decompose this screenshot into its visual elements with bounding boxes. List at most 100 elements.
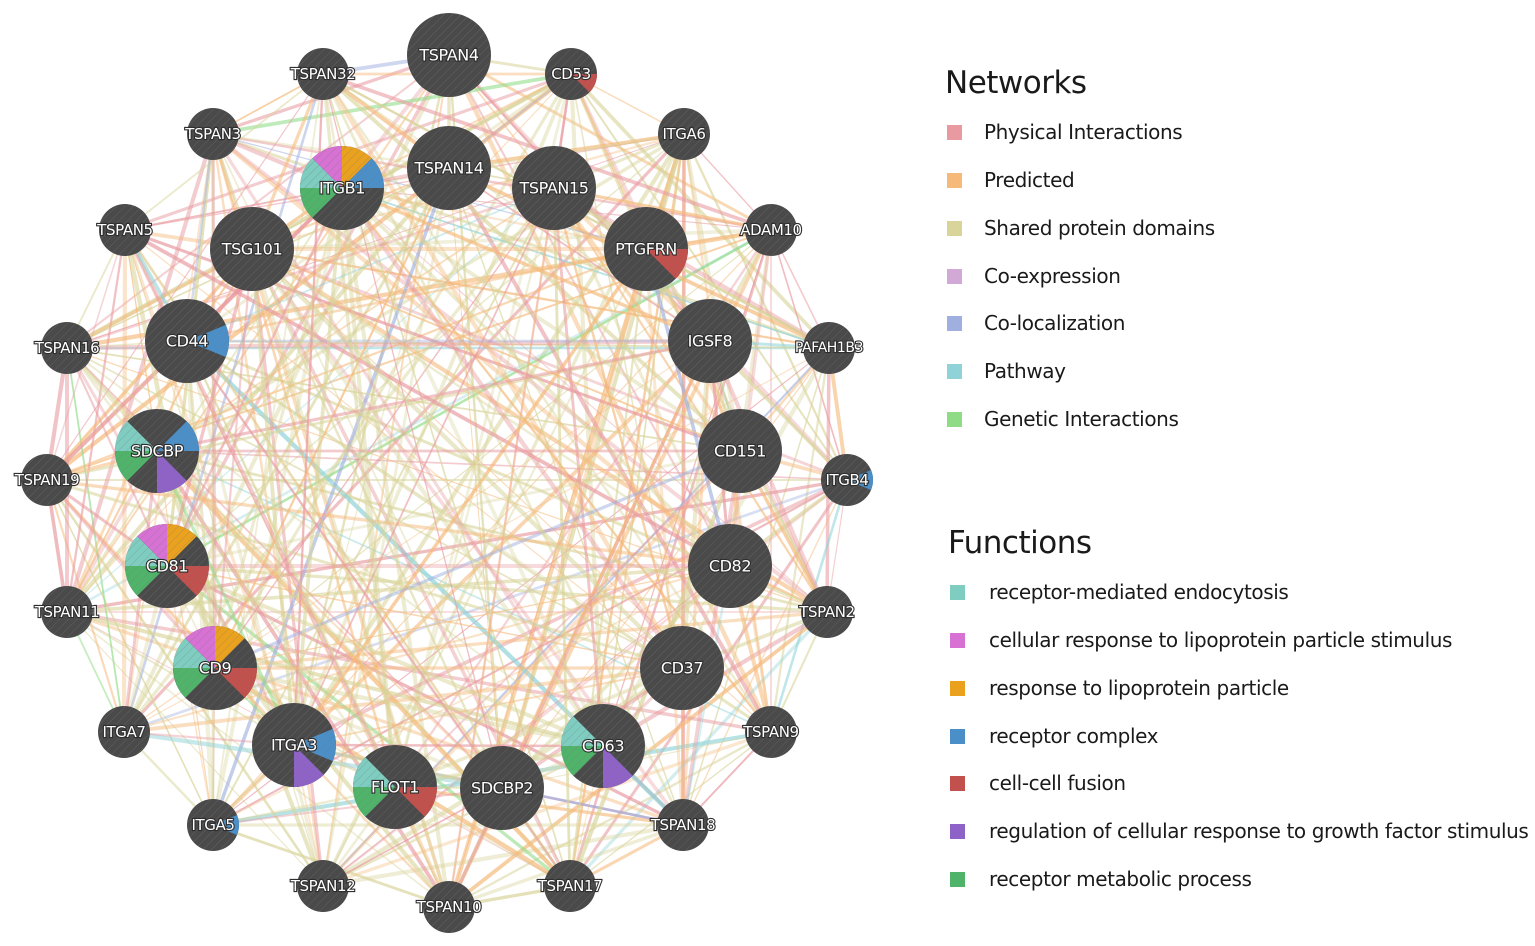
node-cd81[interactable]: CD81: [124, 524, 209, 608]
network-edge: [156, 450, 503, 789]
network-edge: [322, 822, 684, 889]
node-label: ADAM10: [740, 221, 801, 239]
legend-item-label: Pathway: [984, 359, 1066, 383]
network-edge: [681, 450, 742, 826]
network-edge: [250, 247, 605, 748]
node-label: ITGB1: [319, 179, 365, 198]
network-edge: [341, 186, 647, 251]
node-texture: [544, 860, 596, 912]
node-itga7[interactable]: ITGA7: [98, 706, 150, 758]
node-tspan3[interactable]: TSPAN3: [183, 108, 242, 160]
node-ptgfrn[interactable]: PTGFRN: [604, 207, 688, 291]
node-label: IGSF8: [688, 332, 733, 351]
node-itgb1[interactable]: ITGB1: [300, 146, 384, 230]
legend-item-shared-protein-domains: Shared protein domains: [945, 213, 1215, 243]
node-texture: [252, 703, 336, 787]
node-tspan12[interactable]: TSPAN12: [289, 860, 357, 912]
node-tspan2[interactable]: TSPAN2: [797, 586, 856, 638]
node-cd53[interactable]: CD53: [545, 48, 597, 100]
color-swatch: [947, 172, 962, 188]
node-texture: [745, 204, 797, 256]
networks-legend-title: Networks: [945, 65, 1087, 101]
node-sdcbp2[interactable]: SDCBP2: [460, 746, 544, 830]
node-flot1[interactable]: FLOT1: [353, 745, 437, 829]
node-label: TSPAN32: [290, 65, 356, 83]
network-edge: [186, 247, 647, 343]
legend-item-co-localization: Co-localization: [945, 308, 1125, 338]
network-edge: [165, 187, 344, 567]
network-edge: [212, 72, 572, 136]
node-sdcbp[interactable]: SDCBP: [115, 409, 199, 493]
node-texture: [657, 799, 709, 851]
network-edge: [644, 248, 732, 567]
node-texture: [423, 881, 475, 933]
node-tspan18[interactable]: TSPAN18: [649, 799, 717, 851]
networks-legend: Networks Physical Interactions Predicted…: [945, 68, 1505, 438]
node-tspan10[interactable]: TSPAN10: [415, 881, 483, 933]
node-tspan15[interactable]: TSPAN15: [512, 146, 596, 230]
node-tspan14[interactable]: TSPAN14: [407, 126, 491, 210]
network-edge: [293, 743, 604, 748]
node-texture: [98, 706, 150, 758]
node-label: ITGB4: [825, 471, 868, 489]
node-itgb4[interactable]: ITGB4: [821, 454, 873, 506]
node-pafah1b3[interactable]: PAFAH1B3: [794, 322, 865, 374]
network-edge: [185, 340, 325, 887]
network-edge: [682, 479, 848, 826]
node-label: SDCBP2: [471, 779, 533, 798]
node-texture: [41, 586, 93, 638]
node-texture: [803, 322, 855, 374]
color-swatch: [950, 775, 965, 791]
node-itga6[interactable]: ITGA6: [658, 108, 710, 160]
network-edge: [322, 744, 604, 888]
node-tspan11[interactable]: TSPAN11: [33, 586, 101, 638]
node-igsf8[interactable]: IGSF8: [668, 299, 752, 383]
node-tspan17[interactable]: TSPAN17: [536, 860, 604, 912]
legend-item-receptor-metabolic-process: receptor metabolic process: [948, 864, 1252, 894]
color-swatch: [950, 823, 965, 839]
node-cd44[interactable]: CD44: [145, 299, 229, 383]
node-cd37[interactable]: CD37: [640, 626, 724, 710]
node-cd9[interactable]: CD9: [173, 626, 257, 710]
node-tspan16[interactable]: TSPAN16: [33, 322, 101, 374]
node-tspan5[interactable]: TSPAN5: [95, 204, 154, 256]
node-texture: [21, 454, 73, 506]
network-edge: [214, 167, 450, 669]
node-itga5[interactable]: ITGA5: [187, 799, 239, 851]
node-itga3[interactable]: ITGA3: [252, 703, 336, 787]
node-texture: [745, 706, 797, 758]
network-edge: [211, 133, 217, 669]
legend-item-label: Genetic Interactions: [984, 407, 1179, 431]
node-tsg101[interactable]: TSG101: [210, 207, 294, 291]
network-edge: [340, 186, 684, 670]
node-label: TSPAN2: [798, 603, 854, 621]
node-tspan32[interactable]: TSPAN32: [289, 48, 357, 100]
network-edge: [166, 449, 741, 568]
node-texture: [668, 299, 752, 383]
node-texture: [604, 207, 688, 291]
node-tspan4[interactable]: TSPAN4: [407, 13, 491, 97]
color-swatch: [950, 632, 965, 648]
color-swatch: [947, 315, 962, 331]
node-cd82[interactable]: CD82: [688, 524, 772, 608]
node-texture: [658, 108, 710, 160]
node-cd151[interactable]: CD151: [698, 409, 782, 493]
node-label: CD63: [582, 737, 624, 756]
network-edge: [121, 229, 128, 733]
node-tspan9[interactable]: TSPAN9: [741, 706, 800, 758]
network-edge: [66, 186, 555, 350]
legend-item-receptor-mediated-endocytosis: receptor-mediated endocytosis: [948, 577, 1289, 607]
node-tspan19[interactable]: TSPAN19: [13, 454, 81, 506]
legend-item-label: cellular response to lipoprotein particl…: [989, 628, 1453, 652]
node-texture: [41, 322, 93, 374]
node-cd63[interactable]: CD63: [561, 704, 645, 788]
network-edge: [293, 167, 450, 746]
color-swatch: [947, 411, 962, 427]
network-edge: [165, 248, 254, 567]
node-texture: [353, 745, 437, 829]
node-adam10[interactable]: ADAM10: [739, 204, 803, 256]
color-swatch: [947, 124, 962, 140]
node-label: SDCBP: [131, 442, 184, 461]
legend-item-cell-cell-fusion: cell-cell fusion: [948, 768, 1126, 798]
node-label: ITGA7: [102, 723, 145, 741]
